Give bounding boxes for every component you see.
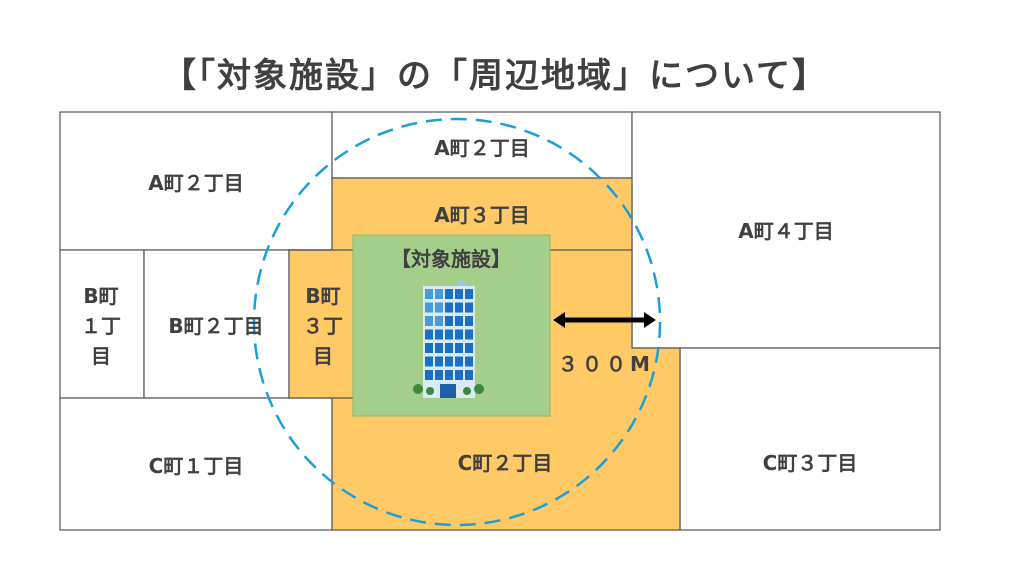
area-label-a3: A町３丁目 xyxy=(434,203,529,227)
building-window xyxy=(425,329,433,340)
area-label-b3: 目 xyxy=(313,344,333,368)
area-label-c2: C町２丁目 xyxy=(458,451,553,475)
building-window xyxy=(425,343,433,353)
area-a2-left xyxy=(59,111,333,251)
building-window xyxy=(465,329,473,340)
area-a2-top xyxy=(331,111,633,179)
building-window xyxy=(465,316,473,326)
area-label-a2-top: A町２丁目 xyxy=(434,136,529,160)
building-window xyxy=(455,289,463,299)
area-b1 xyxy=(59,249,145,399)
double-arrow-icon xyxy=(553,312,656,328)
area-label-b1: １丁 xyxy=(81,314,121,338)
building-window xyxy=(465,289,473,299)
building-window xyxy=(445,302,453,313)
building-window xyxy=(455,316,463,326)
building-window xyxy=(425,289,433,299)
building-window xyxy=(455,343,463,353)
building-window xyxy=(435,329,443,340)
building-window xyxy=(435,289,443,299)
building-window xyxy=(445,370,453,380)
area-label-a4: A町４丁目 xyxy=(738,219,833,243)
area-label-b1: B町 xyxy=(83,284,118,308)
facility-label: 【対象施設】 xyxy=(391,247,511,271)
building-window xyxy=(455,329,463,340)
building-window xyxy=(435,302,443,313)
page-title: 【「対象施設」の「周辺地域」について】 xyxy=(162,56,828,96)
area-label-c3: C町３丁目 xyxy=(763,451,858,475)
area-a4 xyxy=(631,111,941,349)
area-label-b3: ３丁 xyxy=(303,314,343,338)
area-label-c1: C町１丁目 xyxy=(149,454,244,478)
building-window xyxy=(425,370,433,380)
building-window xyxy=(465,356,473,367)
building-window xyxy=(445,329,453,340)
radius-circle xyxy=(252,117,662,527)
building-window xyxy=(445,356,453,367)
building-window xyxy=(445,343,453,353)
area-label-a2-left: A町２丁目 xyxy=(148,171,243,195)
building-window xyxy=(455,370,463,380)
building-window xyxy=(465,370,473,380)
building-window xyxy=(435,316,443,326)
building-window xyxy=(445,289,453,299)
building-window xyxy=(425,302,433,313)
building-window xyxy=(465,343,473,353)
distance-label: ３００M xyxy=(558,352,654,376)
building-window xyxy=(455,302,463,313)
area-label-b3: B町 xyxy=(305,284,340,308)
building-window xyxy=(435,370,443,380)
building-window xyxy=(445,316,453,326)
building-window xyxy=(465,302,473,313)
area-label-b2: B町２丁目 xyxy=(168,314,263,338)
area-c3 xyxy=(679,347,941,531)
building-window xyxy=(435,343,443,353)
area-c1 xyxy=(59,397,333,531)
building-window xyxy=(425,316,433,326)
building-window xyxy=(435,356,443,367)
office-building-icon xyxy=(413,280,484,398)
building-window xyxy=(455,356,463,367)
area-label-b1: 目 xyxy=(91,344,111,368)
building-window xyxy=(425,356,433,367)
